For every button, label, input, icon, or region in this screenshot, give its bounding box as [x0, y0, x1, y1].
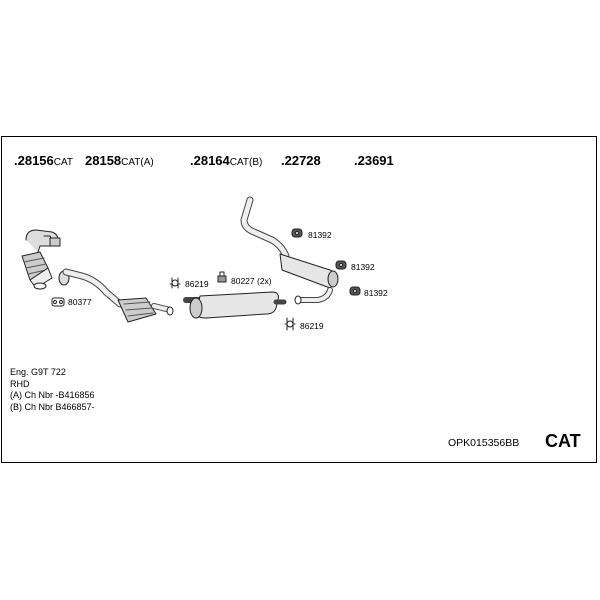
- part-22728[interactable]: .22728: [281, 153, 321, 168]
- clamp-86219-bottom[interactable]: [284, 317, 296, 331]
- label-81392-b: 81392: [351, 262, 375, 272]
- label-86219-left: 86219: [185, 279, 209, 289]
- hanger-81392-a[interactable]: [291, 228, 303, 238]
- kit-type-badge: CAT: [545, 431, 581, 451]
- chassis-range-a: (A) Ch Nbr -B416856: [10, 390, 95, 400]
- rear-silencer[interactable]: [279, 253, 339, 305]
- label-81392-c: 81392: [364, 288, 388, 298]
- bolt-80227[interactable]: [217, 271, 227, 283]
- part-23691[interactable]: .23691: [354, 153, 394, 168]
- part-28164[interactable]: .28164CAT(B): [190, 153, 263, 168]
- part-28158[interactable]: 28158CAT(A): [85, 153, 154, 168]
- gasket-80377[interactable]: [51, 297, 65, 307]
- clamp-86219-left[interactable]: [169, 277, 181, 289]
- front-pipe-catalyst[interactable]: [58, 268, 174, 323]
- label-86219-bottom: 86219: [300, 321, 324, 331]
- diagram-frame: [1, 136, 597, 463]
- part-28156[interactable]: .28156CAT: [14, 153, 74, 168]
- hanger-81392-b[interactable]: [335, 260, 347, 270]
- label-80377: 80377: [68, 297, 92, 307]
- label-81392-a: 81392: [308, 230, 332, 240]
- chassis-range-b: (B) Ch Nbr B466857-: [10, 401, 95, 412]
- vehicle-info: Eng. G9T 722 RHD (A) Ch Nbr -B416856 (B)…: [10, 367, 95, 413]
- hanger-81392-c[interactable]: [349, 286, 361, 296]
- kit-code: OPK015356BB: [448, 437, 520, 449]
- rear-pipe[interactable]: [240, 196, 290, 260]
- label-80227: 80227 (2x): [231, 276, 272, 286]
- engine-code: Eng. G9T 722: [10, 367, 66, 377]
- center-silencer[interactable]: [183, 291, 287, 319]
- manifold-catalyst[interactable]: [21, 229, 61, 290]
- drive-side: RHD: [10, 378, 30, 389]
